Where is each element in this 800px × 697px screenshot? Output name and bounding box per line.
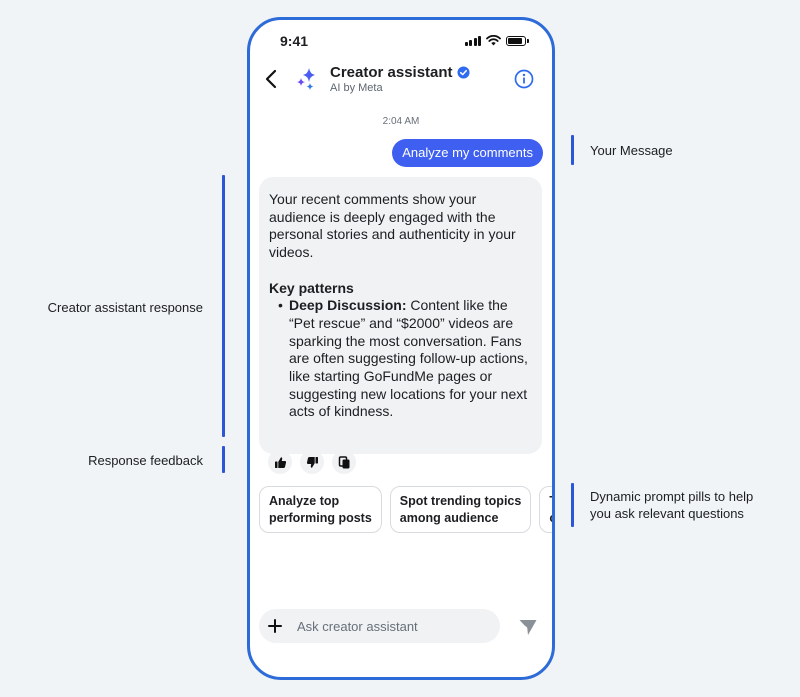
annotation-your-message: Your Message	[590, 143, 673, 158]
thumbs-up-button[interactable]	[268, 450, 292, 474]
annotation-prompt-pills-line2: you ask relevant questions	[590, 506, 744, 521]
verified-badge-icon	[457, 66, 470, 79]
thumbs-up-icon	[274, 456, 286, 468]
composer	[259, 609, 500, 643]
bullet-dot: •	[278, 297, 283, 314]
prompt-pill[interactable]: Spot trending topics among audience	[389, 486, 532, 533]
response-intro-line: videos.	[269, 244, 314, 261]
user-message-bubble: Analyze my comments	[392, 139, 543, 167]
phone-frame: 9:41 Creator assistant	[247, 17, 555, 680]
copy-icon	[338, 455, 349, 468]
annotation-assistant-response: Creator assistant response	[47, 300, 203, 315]
bullet-line: suggesting new locations for your next	[289, 385, 528, 402]
bullet-line: are often suggesting follow-up actions,	[289, 350, 528, 367]
signal-icon	[464, 35, 481, 46]
response-intro-line: Your recent comments show your	[269, 191, 477, 207]
wifi-icon	[486, 35, 501, 46]
annotation-response-feedback: Response feedback	[88, 453, 203, 468]
annotation-prompt-pills: Dynamic prompt pills to help you ask rel…	[590, 488, 753, 522]
response-feedback	[268, 450, 356, 474]
back-chevron-icon[interactable]	[262, 68, 282, 90]
prompt-pill[interactable]: To on	[539, 486, 552, 533]
prompt-pill[interactable]: Analyze top performing posts	[259, 486, 382, 533]
response-intro-line: audience is deeply engaged with the	[269, 208, 496, 225]
annotation-line-assistant-response	[222, 175, 225, 437]
ai-sparkle-icon	[297, 68, 315, 90]
annotation-line-response-feedback	[222, 446, 225, 473]
annotation-line-your-message	[571, 135, 574, 165]
assistant-response-bubble: Your recent comments show your audience …	[259, 177, 542, 454]
bullet-line-text: Content like the	[406, 297, 508, 314]
thumbs-down-icon	[306, 456, 318, 468]
annotation-line-prompt-pills	[571, 483, 574, 527]
bullet-line: like starting GoFundMe pages or	[289, 368, 493, 385]
bullet-line: acts of kindness.	[289, 403, 394, 420]
bullet-line: “Pet rescue” and “$2000” videos are	[289, 314, 514, 331]
copy-button[interactable]	[332, 450, 356, 474]
prompt-pills-row: Analyze top performing posts Spot trendi…	[259, 486, 552, 533]
chat-title-block: Creator assistant AI by Meta	[330, 64, 470, 94]
chat-header: Creator assistant AI by Meta	[250, 64, 552, 104]
bullet-body: Deep Discussion: Content like the “Pet r…	[289, 297, 528, 421]
annotation-prompt-pills-line1: Dynamic prompt pills to help	[590, 489, 754, 504]
bullet-line: sparking the most conversation. Fans	[289, 332, 522, 349]
chat-subtitle: AI by Meta	[330, 82, 383, 94]
response-intro-line: personal stories and authenticity in you…	[269, 226, 516, 243]
key-patterns-title: Key patterns	[269, 279, 354, 296]
status-time: 9:41	[280, 33, 309, 49]
thumbs-down-button[interactable]	[300, 450, 324, 474]
chat-title-text: Creator assistant	[330, 64, 453, 81]
bullet-line: Deep Discussion: Content like the	[289, 297, 528, 315]
paragraph-gap	[269, 262, 532, 280]
plus-icon[interactable]	[268, 619, 282, 633]
chat-title: Creator assistant	[330, 64, 470, 81]
message-timestamp: 2:04 AM	[382, 116, 420, 127]
send-icon[interactable]	[518, 617, 538, 637]
status-icons	[464, 35, 529, 46]
battery-icon	[506, 35, 529, 46]
info-icon[interactable]	[514, 69, 534, 89]
bullet-bold-label: Deep Discussion:	[289, 297, 407, 314]
bullet-item: • Deep Discussion: Content like the “Pet…	[269, 297, 532, 421]
ask-creator-input[interactable]	[295, 617, 489, 635]
